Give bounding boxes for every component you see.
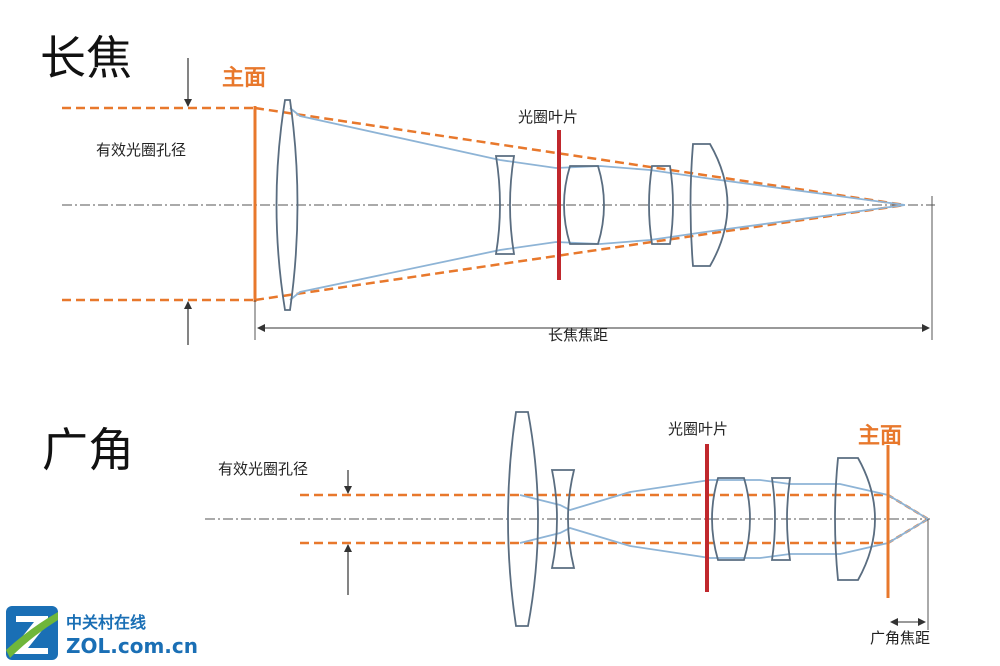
tele-aperture-label: 有效光圈孔径: [96, 141, 186, 159]
wide-blue-ray-top: [519, 479, 929, 520]
wide-front-lens: [507, 411, 539, 627]
wide-doublet-lens: [770, 477, 792, 561]
tele-middle-lens: [563, 165, 605, 245]
wide-middle-lens: [711, 477, 751, 561]
wide-concave-lens: [550, 469, 576, 569]
tele-focal-length-label: 长焦焦距: [548, 326, 608, 344]
wide-blue-ray-bottom: [519, 518, 929, 559]
wide-diagram: 广角 主面 有效光圈孔径 光圈叶片 广角焦距: [42, 411, 930, 647]
zol-logo-swoosh: [6, 612, 58, 658]
tele-title: 长焦: [40, 31, 132, 85]
tele-diaphragm-label: 光圈叶片: [518, 108, 578, 126]
tele-front-lens: [275, 99, 299, 311]
wide-aperture-label: 有效光圈孔径: [218, 460, 308, 478]
tele-doublet-lens: [648, 165, 674, 245]
tele-concave-lens: [494, 155, 516, 255]
tele-principal-plane-label: 主面: [222, 66, 266, 91]
zol-logo-cn: 中关村在线: [66, 613, 146, 632]
tele-diaphragm: [557, 130, 561, 280]
wide-diaphragm-label: 光圈叶片: [668, 420, 728, 438]
wide-diaphragm: [705, 444, 709, 592]
zol-logo-en: ZOL.com.cn: [66, 634, 198, 658]
tele-diagram: 长焦 主面 有效光圈孔径 光圈叶片 长焦焦距: [40, 31, 935, 345]
wide-principal-plane-label: 主面: [858, 424, 902, 449]
tele-rear-lens: [689, 143, 729, 267]
tele-blue-ray-top: [289, 107, 906, 206]
tele-converging-ray-bottom: [254, 203, 906, 302]
tele-blue-ray-bottom: [289, 204, 906, 301]
tele-converging-ray-top: [254, 106, 906, 207]
wide-title: 广角: [42, 423, 134, 477]
wide-focal-length-label: 广角焦距: [870, 629, 930, 647]
zol-logo: 中关村在线 ZOL.com.cn: [6, 606, 198, 660]
wide-rear-lens: [834, 457, 876, 581]
